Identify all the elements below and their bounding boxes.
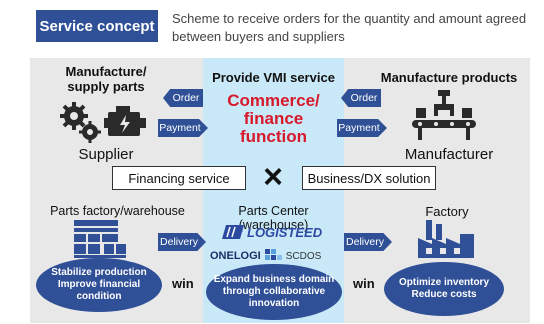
- parts-center-label: Parts Center (warehouse): [238, 204, 309, 232]
- onelogi-logo: ONELOGI: [210, 250, 261, 262]
- cross-symbol: ×: [263, 158, 283, 196]
- supplier-label: Supplier: [78, 146, 134, 163]
- supplier-title-line1: Manufacture/: [65, 64, 147, 79]
- supplier-benefit-oval: Stabilize production Improve financial c…: [36, 258, 162, 312]
- order-arrow-right: Order: [341, 89, 381, 107]
- center-benefit-oval: Expand business domain through collabora…: [206, 264, 342, 320]
- center-benefit-line2: through collaborative: [222, 286, 326, 297]
- manufacturer-benefit-line2: Reduce costs: [411, 289, 477, 300]
- function-line1: Commerce/: [227, 91, 320, 110]
- center-benefit-line1: Expand business domain: [213, 274, 335, 285]
- logisteed-mark-icon: [222, 225, 244, 239]
- supplier-title-line2: supply parts: [67, 79, 145, 94]
- order-arrow-left: Order: [163, 89, 203, 107]
- supplier-benefit-line1: Stabilize production: [51, 267, 147, 278]
- factory-icon: [418, 220, 474, 258]
- supplier-title: Manufacture/ supply parts: [36, 64, 176, 94]
- business-dx-box: Business/DX solution: [302, 166, 436, 190]
- manufacturer-label: Manufacturer: [404, 146, 494, 163]
- win-left: win: [172, 276, 194, 291]
- delivery-arrow-right: Delivery: [344, 233, 392, 251]
- center-benefit-line3: innovation: [248, 298, 300, 309]
- vmi-service-title: Provide VMI service: [212, 70, 335, 85]
- partner-logos: ONELOGI SCDOS: [210, 247, 344, 265]
- scdos-mark-icon: [264, 249, 282, 260]
- manufacturer-benefit-line1: Optimize inventory: [398, 277, 489, 288]
- commerce-finance-function: Commerce/ finance function: [203, 92, 344, 146]
- supplier-benefit-line2: Improve financial condition: [57, 279, 141, 302]
- concept-description: Scheme to receive orders for the quantit…: [172, 11, 527, 44]
- function-line2: finance: [243, 109, 304, 128]
- service-concept-badge: Service concept: [36, 10, 158, 42]
- function-line3: function: [239, 127, 308, 146]
- payment-arrow-left: Payment: [158, 119, 208, 137]
- parts-factory-label: Parts factory/warehouse: [50, 204, 185, 218]
- gears-engine-icon: [60, 102, 146, 143]
- scdos-logo: SCDOS: [285, 250, 322, 262]
- logisteed-text: LOGISTEED: [247, 224, 323, 240]
- win-right: win: [353, 276, 375, 291]
- warehouse-icon: [74, 220, 126, 258]
- financing-service-box: Financing service: [112, 166, 246, 190]
- factory-label: Factory: [425, 204, 469, 219]
- delivery-arrow-left: Delivery: [158, 233, 206, 251]
- production-line-icon: [412, 90, 476, 140]
- manufacturer-benefit-oval: Optimize inventory Reduce costs: [384, 262, 504, 316]
- manufacturer-title: Manufacture products: [380, 70, 518, 85]
- payment-arrow-right: Payment: [337, 119, 387, 137]
- logisteed-logo: LOGISTEED: [222, 222, 342, 242]
